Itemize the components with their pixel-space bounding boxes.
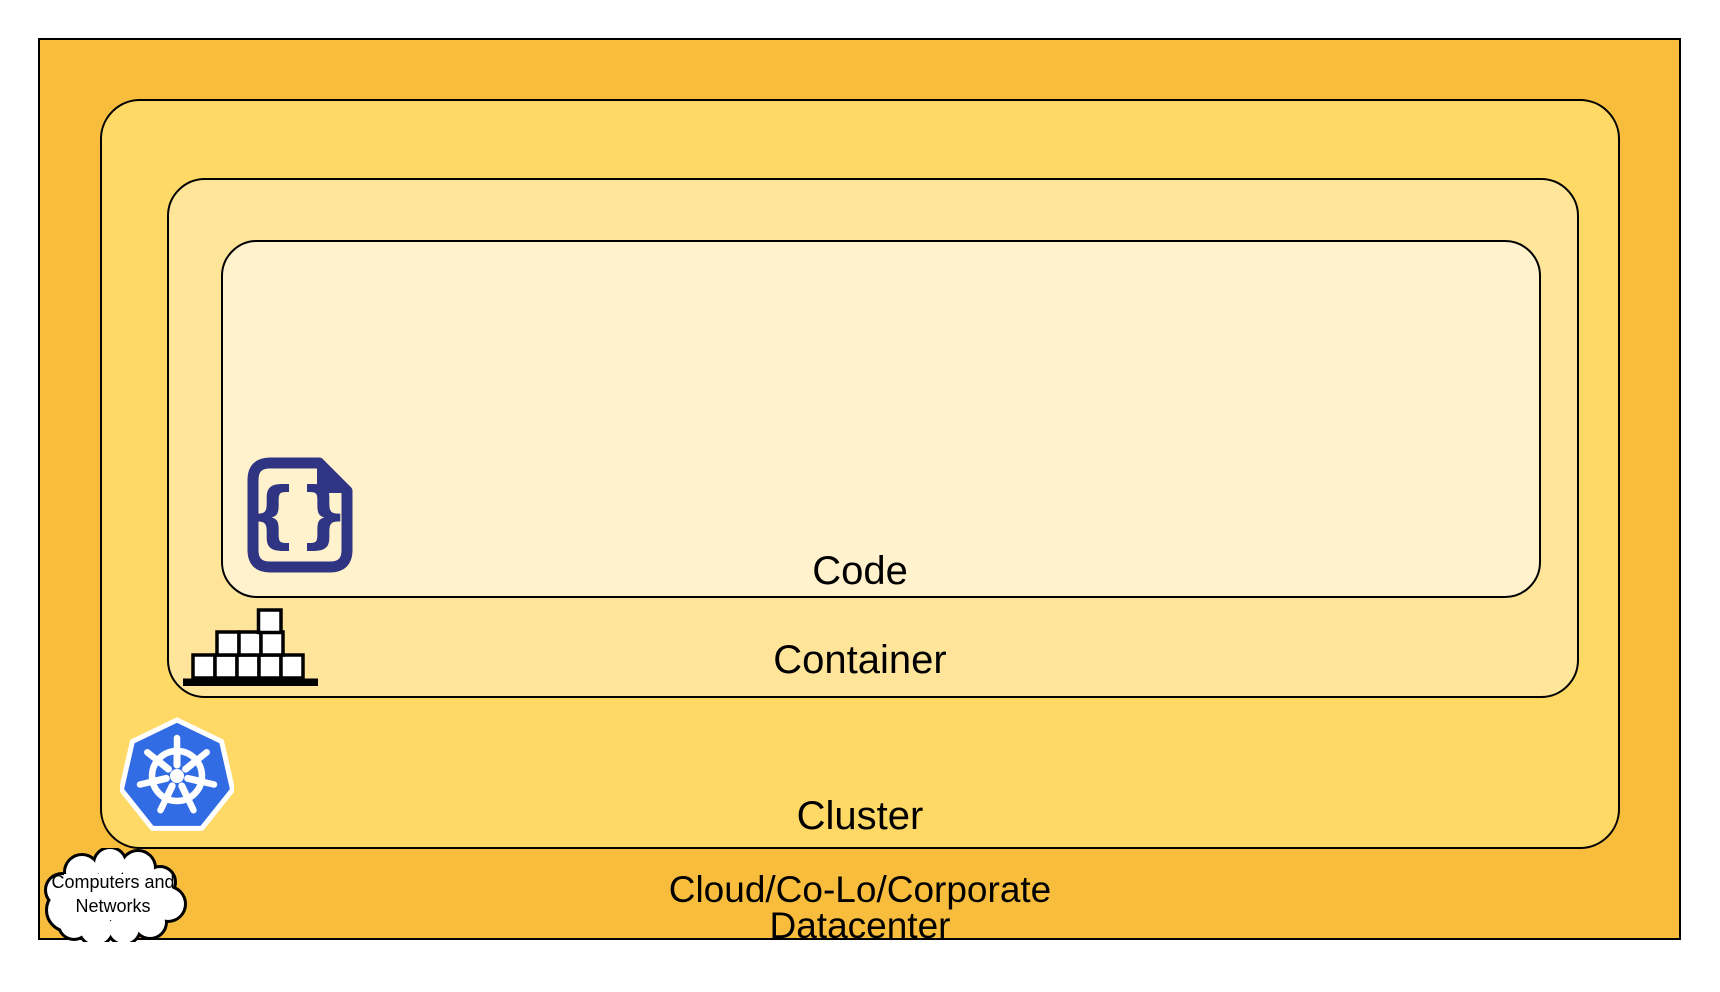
cloud-callout-label-line1: Computers and — [51, 872, 175, 893]
layer-datacenter-label-line2: Datacenter — [769, 905, 951, 946]
layer-code-box — [221, 240, 1541, 598]
code-braces-glyph: {} — [247, 472, 350, 556]
cloud-icon — [44, 848, 187, 942]
kubernetes-helm-icon — [120, 717, 234, 831]
layer-datacenter-label-line1: Cloud/Co-Lo/Corporate — [668, 869, 1052, 910]
cloud-callout-label-line2: Networks — [75, 896, 151, 916]
container-stack-icon — [183, 608, 318, 686]
layer-datacenter-label: Cloud/Co-Lo/Corporate Datacenter — [0, 869, 1720, 946]
layer-cluster-label: Cluster — [796, 794, 924, 838]
cloud-callout-label: Computers and Networks — [38, 848, 188, 942]
code-file-icon: {} — [247, 457, 353, 573]
cloud-callout: Computers and Networks — [38, 848, 188, 942]
layer-container-label: Container — [773, 638, 947, 682]
layer-code-label: Code — [812, 549, 908, 593]
